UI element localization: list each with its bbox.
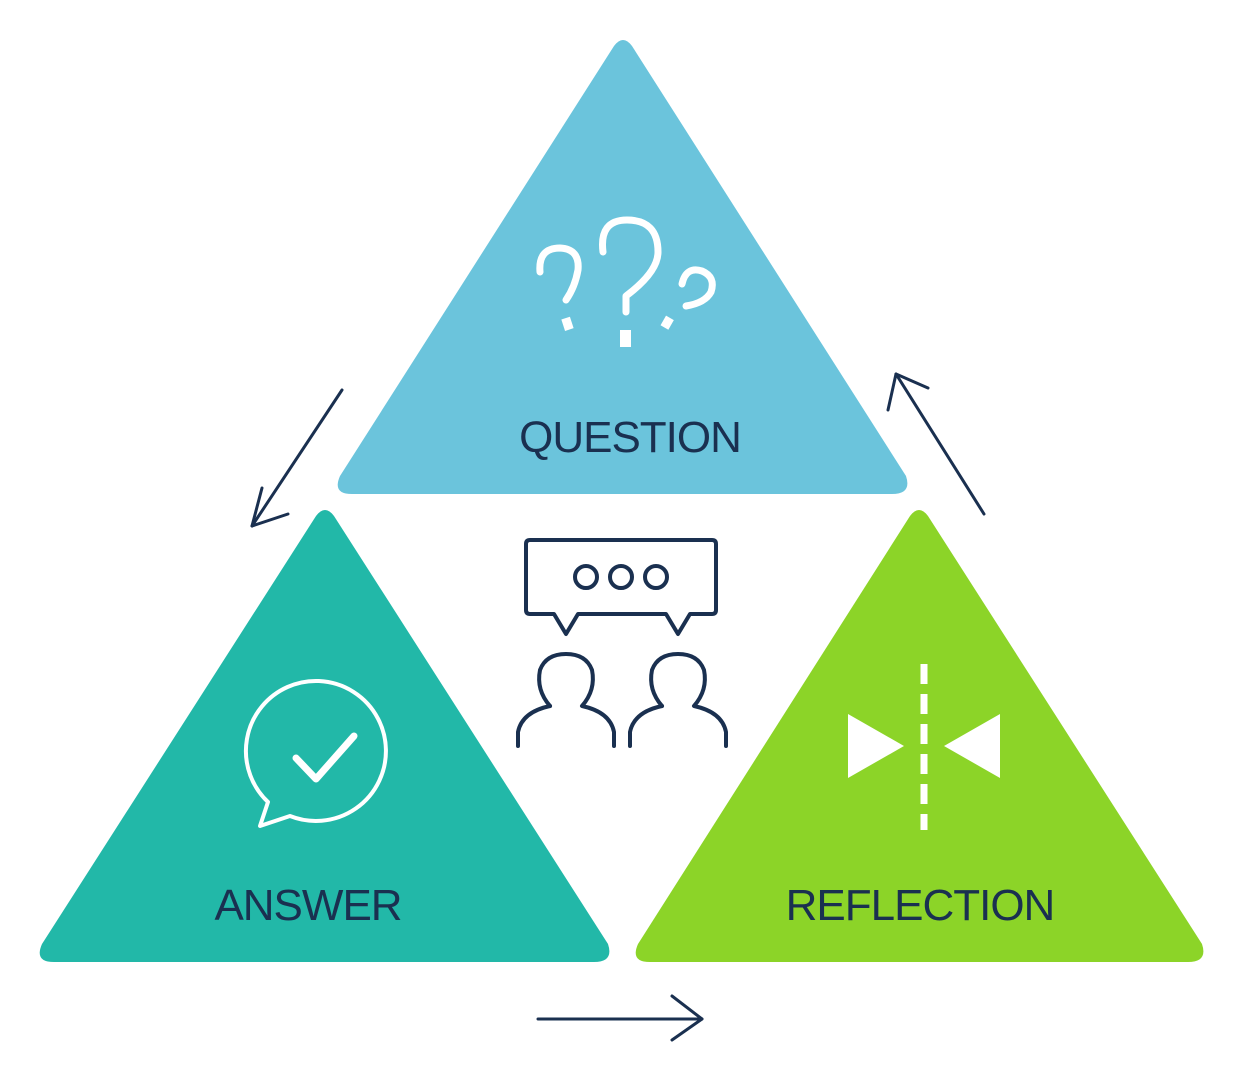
arrow-answer-to-reflection-icon <box>536 994 704 1042</box>
two-people-chat-icon <box>516 538 728 748</box>
arrow-reflection-to-question-icon <box>886 372 986 516</box>
cycle-arrows <box>250 372 986 1042</box>
question-label: QUESTION <box>519 413 741 462</box>
question-node: QUESTION <box>337 40 908 494</box>
reflection-triangle <box>635 510 1204 962</box>
question-triangle <box>337 40 908 494</box>
answer-label: ANSWER <box>214 881 401 930</box>
check-speech-bubble-icon <box>243 678 388 828</box>
question-marks-icon <box>536 216 716 347</box>
answer-triangle <box>39 510 610 962</box>
mirror-reflection-icon <box>848 664 1000 830</box>
reflection-node: REFLECTION <box>635 510 1204 962</box>
reflection-label: REFLECTION <box>786 881 1055 930</box>
arrow-question-to-answer-icon <box>250 388 344 528</box>
answer-node: ANSWER <box>39 510 610 962</box>
